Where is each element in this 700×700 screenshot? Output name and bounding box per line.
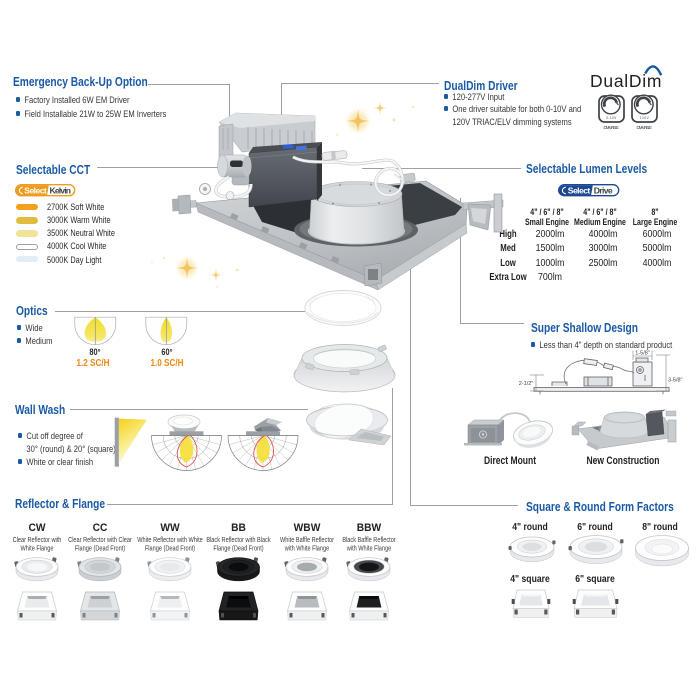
svg-text:Kelvin: Kelvin [50,185,72,195]
svg-text:Clear Reflector with: Clear Reflector with [13,536,62,544]
svg-text:White Flange: White Flange [21,545,54,553]
svg-text:6" round: 6" round [577,521,613,533]
svg-text:8" round: 8" round [642,521,678,533]
svg-text:Black Reflector with Black: Black Reflector with Black [206,536,271,544]
svg-text:WW: WW [160,522,179,534]
svg-text:6" square: 6" square [575,573,614,585]
svg-text:Flange (Dead Front): Flange (Dead Front) [75,545,125,553]
svg-text:BBW: BBW [357,522,381,534]
svg-text:2-1/2": 2-1/2" [519,381,534,387]
svg-text:White Baffle Reflector: White Baffle Reflector [280,536,334,544]
svg-text:Drive: Drive [594,185,613,195]
svg-text:0-10V: 0-10V [606,116,617,120]
svg-text:Clear Reflector with Clear: Clear Reflector with Clear [68,536,132,544]
svg-text:Black Baffle Reflector: Black Baffle Reflector [342,536,395,544]
svg-text:Flange (Dead Front): Flange (Dead Front) [213,545,263,553]
svg-text:BB: BB [231,522,246,534]
svg-text:4" round: 4" round [512,521,548,533]
svg-text:White Reflector with White: White Reflector with White [137,536,203,544]
svg-text:CW: CW [28,522,45,534]
svg-text:CC: CC [93,522,108,534]
svg-text:WBW: WBW [294,522,321,534]
svg-text:120V: 120V [640,116,650,120]
svg-text:1-5/8": 1-5/8" [635,350,650,356]
svg-text:4" square: 4" square [510,573,549,585]
svg-text:3-5/8": 3-5/8" [668,378,683,384]
svg-text:DIMMABLE: DIMMABLE [637,125,653,130]
svg-text:DIMMABLE: DIMMABLE [604,125,620,130]
svg-text:with White Flange: with White Flange [346,545,392,553]
svg-text:Flange (Dead Front): Flange (Dead Front) [145,545,195,553]
svg-text:Select: Select [24,185,47,195]
svg-text:DualDim: DualDim [590,71,661,91]
svg-text:with White Flange: with White Flange [284,545,330,553]
svg-text:Select: Select [568,185,591,195]
